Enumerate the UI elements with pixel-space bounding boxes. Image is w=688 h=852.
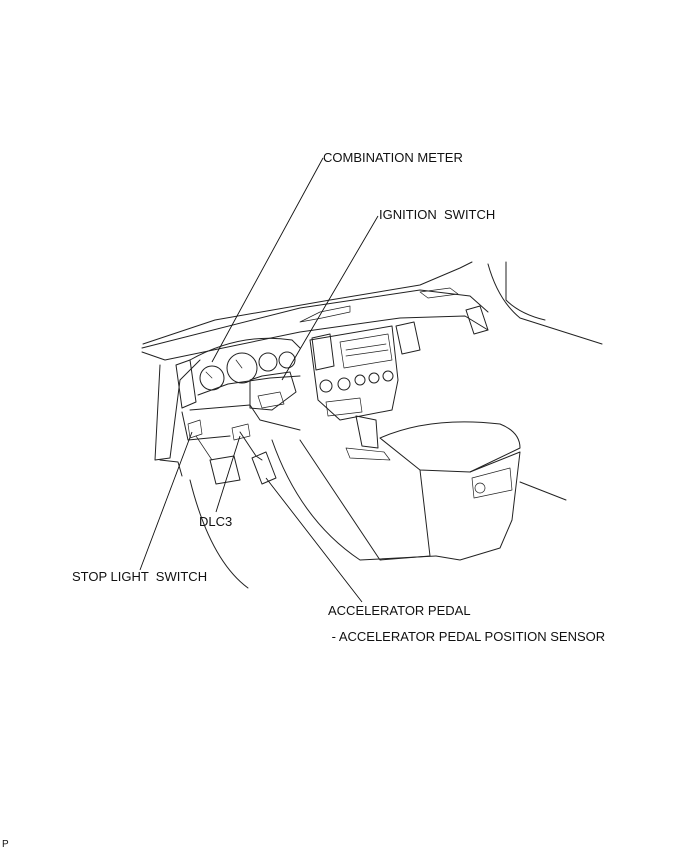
left-floor-edge bbox=[159, 459, 183, 477]
radio-buttons bbox=[345, 343, 389, 357]
a-pillar-right bbox=[487, 263, 603, 345]
hvac-knob-3 bbox=[354, 374, 366, 386]
gauge-center bbox=[226, 352, 258, 384]
door-line-right bbox=[505, 261, 546, 321]
gauge-right-1 bbox=[258, 352, 278, 372]
label-combination-meter: COMBINATION METER bbox=[323, 150, 463, 165]
corner-mark: P bbox=[2, 839, 9, 850]
console-side bbox=[299, 439, 431, 561]
console-lid bbox=[379, 421, 521, 473]
rear-vent bbox=[471, 467, 513, 499]
defroster-vent-2 bbox=[419, 287, 459, 299]
left-vent bbox=[175, 359, 197, 409]
center-vent-left bbox=[311, 333, 335, 371]
floor-curve bbox=[189, 479, 249, 589]
leader-stop-light-switch bbox=[139, 431, 193, 571]
leader-ignition-switch bbox=[281, 215, 379, 381]
leader-accelerator-pedal bbox=[265, 477, 363, 603]
center-vent-right bbox=[395, 321, 421, 355]
floor-line-right bbox=[519, 481, 567, 501]
defroster-vent bbox=[299, 305, 351, 323]
hvac-knob-2 bbox=[337, 377, 351, 391]
dash-top-edge bbox=[141, 289, 489, 349]
accelerator-pedal-arm bbox=[239, 431, 263, 461]
shifter bbox=[355, 415, 379, 449]
leader-combination-meter bbox=[211, 157, 324, 363]
dlc3-connector bbox=[231, 423, 251, 441]
shift-boot bbox=[345, 447, 391, 461]
steering-hub bbox=[257, 391, 285, 409]
lower-dash-left bbox=[189, 404, 301, 431]
label-accelerator-pedal-position-sensor: - ACCELERATOR PEDAL POSITION SENSOR bbox=[328, 629, 606, 644]
dash-left-side bbox=[154, 359, 201, 461]
knee-panel bbox=[181, 411, 231, 441]
label-stop-light-switch: STOP LIGHT SWITCH bbox=[72, 569, 208, 584]
hvac-knob-4 bbox=[368, 372, 380, 384]
glovebox-vent bbox=[465, 305, 489, 335]
cluster-hood bbox=[189, 337, 301, 361]
leader-dlc3 bbox=[215, 435, 241, 513]
label-accelerator-pedal: ACCELERATOR PEDAL bbox=[328, 603, 471, 618]
gauge-right-2 bbox=[278, 351, 296, 369]
steering-column bbox=[249, 371, 297, 411]
stop-light-switch-body bbox=[187, 419, 203, 439]
gauge-needle-2 bbox=[235, 359, 243, 369]
center-stack-outline bbox=[309, 325, 399, 421]
hvac-knob-1 bbox=[319, 379, 333, 393]
brake-pedal-arm bbox=[195, 435, 213, 461]
rear-vent-knob bbox=[474, 482, 486, 494]
label-ignition-switch: IGNITION SWITCH bbox=[379, 207, 496, 222]
console-rear bbox=[435, 451, 521, 561]
hvac-knob-5 bbox=[382, 370, 394, 382]
cluster-lower bbox=[197, 375, 301, 396]
floor-tunnel bbox=[271, 439, 437, 561]
windshield-edge bbox=[142, 261, 473, 345]
gauge-needle-1 bbox=[205, 371, 213, 379]
accelerator-pedal bbox=[251, 451, 277, 485]
brake-pedal bbox=[209, 455, 241, 485]
switch-bank bbox=[325, 397, 363, 417]
radio-face bbox=[339, 333, 393, 369]
dash-front-edge bbox=[141, 315, 489, 361]
label-dlc3: DLC3 bbox=[199, 514, 233, 529]
